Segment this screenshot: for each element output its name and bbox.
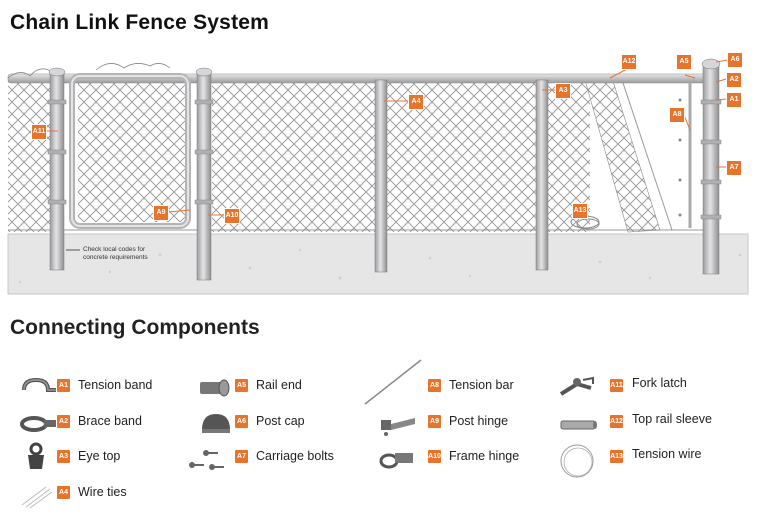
tension-wire-icon — [560, 444, 594, 478]
callout-a6: A6 — [727, 52, 743, 68]
badge-a5: A5 — [235, 379, 248, 392]
mesh-main — [212, 80, 590, 232]
legend-item-post-cap: A6 Post cap — [190, 410, 360, 434]
frame-hinge-icon — [379, 453, 413, 469]
label-rail-end: Rail end — [256, 378, 302, 392]
carriage-bolts-icon — [189, 450, 224, 470]
callout-a1: A1 — [726, 92, 742, 108]
label-eye-top: Eye top — [78, 449, 121, 463]
badge-a6: A6 — [235, 415, 248, 428]
label-tension-wire: Tension wire — [632, 447, 702, 461]
eye-top-icon — [28, 442, 44, 469]
callout-a4: A4 — [408, 94, 424, 110]
callout-a5: A5 — [676, 54, 692, 70]
legend-item-rail-end: A5 Rail end — [190, 374, 360, 398]
mesh-left — [8, 78, 56, 232]
legend-item-tension-wire: A13 Tension wire — [555, 444, 755, 478]
label-top-rail-sleeve: Top rail sleeve — [632, 412, 712, 426]
tension-band-icon — [22, 377, 56, 392]
mesh-gate — [78, 80, 186, 222]
label-tension-band: Tension band — [78, 378, 153, 392]
callout-a9: A9 — [153, 205, 169, 221]
label-frame-hinge: Frame hinge — [449, 449, 520, 463]
post-hinge-icon — [381, 418, 415, 436]
label-tension-bar: Tension bar — [449, 378, 514, 392]
legend-item-carriage-bolts: A7 Carriage bolts — [178, 445, 360, 470]
badge-a7: A7 — [235, 450, 248, 463]
post-cap-icon — [202, 414, 230, 433]
brace-band-icon — [20, 416, 56, 432]
badge-a11: A11 — [610, 379, 623, 392]
label-carriage-bolts: Carriage bolts — [256, 449, 334, 463]
callout-a13: A13 — [572, 203, 588, 219]
badge-a13: A13 — [610, 450, 623, 463]
callout-a10: A10 — [224, 208, 240, 224]
legend-item-tension-bar: A8 Tension bar — [364, 359, 535, 405]
badge-a2: A2 — [57, 415, 70, 428]
page-title: Chain Link Fence System — [10, 11, 270, 34]
badge-a1: A1 — [57, 379, 70, 392]
label-fork-latch: Fork latch — [632, 376, 687, 390]
wire-ties-icon — [21, 486, 53, 509]
label-brace-band: Brace band — [78, 414, 142, 428]
posts — [48, 58, 721, 281]
badge-a3: A3 — [57, 450, 70, 463]
label-post-hinge: Post hinge — [449, 414, 509, 428]
legend-item-tension-band: A1 Tension band — [12, 374, 182, 398]
badge-a10: A10 — [428, 450, 441, 463]
tension-bar-icon — [364, 359, 422, 405]
callout-a3: A3 — [555, 83, 571, 99]
top-rail-sleeve-icon — [560, 420, 597, 430]
section-title: Connecting Components — [10, 316, 260, 339]
legend-item-wire-ties: A4 Wire ties — [12, 481, 182, 509]
callout-a11: A11 — [31, 124, 47, 140]
legend-item-post-hinge: A9 Post hinge — [365, 410, 535, 436]
legend-item-eye-top: A3 Eye top — [12, 442, 182, 469]
mesh-rolled — [584, 77, 661, 233]
rail-end-icon — [200, 379, 230, 397]
legend-item-brace-band: A2 Brace band — [12, 410, 182, 434]
label-post-cap: Post cap — [256, 414, 305, 428]
badge-a12: A12 — [610, 415, 623, 428]
concrete-note: Check local codes for concrete requireme… — [83, 246, 148, 261]
legend-item-top-rail-sleeve: A12 Top rail sleeve — [555, 410, 765, 434]
legend-item-fork-latch: A11 Fork latch — [555, 374, 755, 398]
fork-latch-icon — [559, 376, 594, 396]
callout-a7: A7 — [726, 160, 742, 176]
badge-a4: A4 — [57, 486, 70, 499]
callout-a2: A2 — [726, 72, 742, 88]
badge-a8: A8 — [428, 379, 441, 392]
callout-a12: A12 — [621, 54, 637, 70]
label-wire-ties: Wire ties — [78, 485, 127, 499]
legend-item-frame-hinge: A10 Frame hinge — [365, 445, 535, 469]
callout-a8: A8 — [669, 107, 685, 123]
fence-diagram — [7, 58, 749, 295]
badge-a9: A9 — [428, 415, 441, 428]
